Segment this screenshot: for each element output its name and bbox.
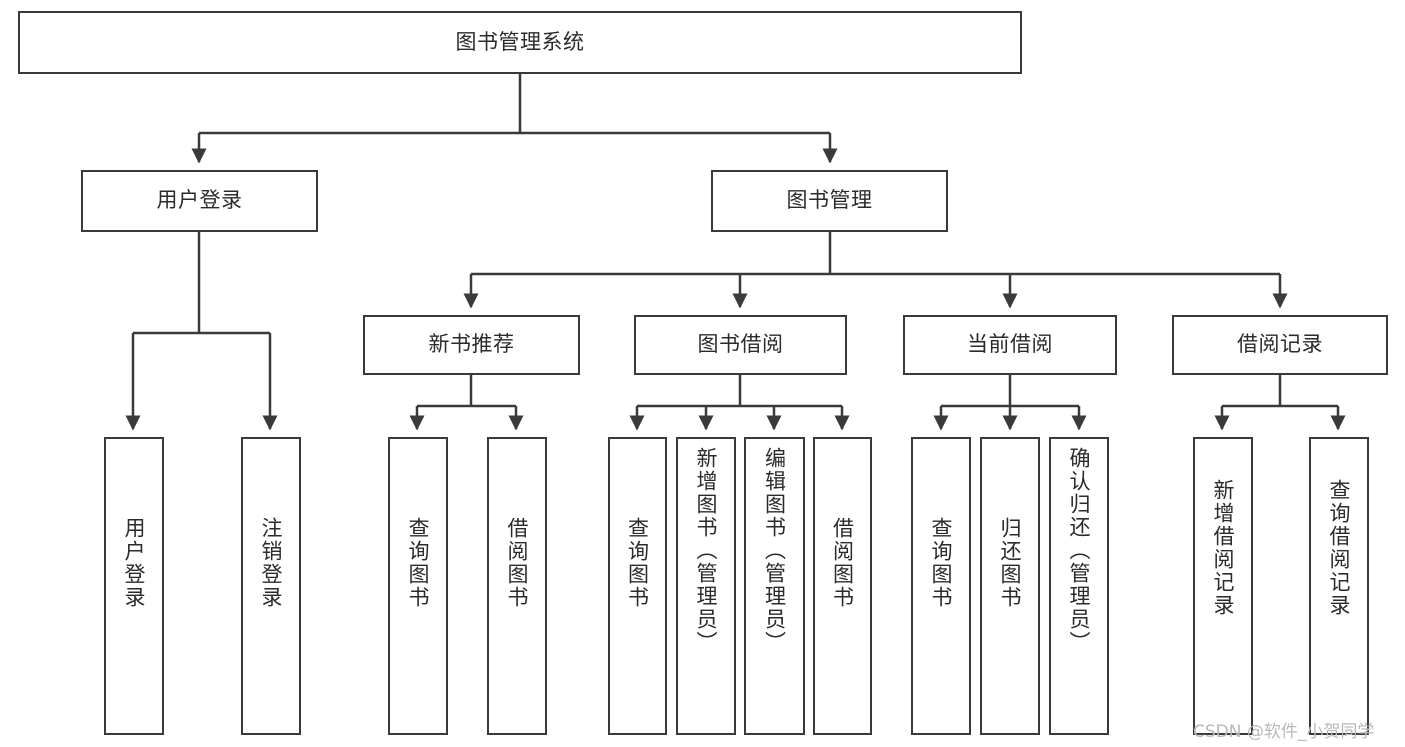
leaf-edit-book-label: 编辑图书（管理员）	[762, 447, 787, 654]
leaf-logout-login-label: 注销登录	[259, 517, 284, 609]
leaf-borrow-book-2[interactable]: 借阅图书	[813, 437, 872, 735]
leaf-user-login[interactable]: 用户登录	[104, 437, 164, 735]
leaf-query-book-1[interactable]: 查询图书	[388, 437, 448, 735]
node-user-login-label: 用户登录	[156, 188, 243, 213]
leaf-query-record-label: 查询借阅记录	[1327, 479, 1352, 617]
leaf-confirm-return-label: 确认归还（管理员）	[1067, 447, 1092, 654]
node-user-login[interactable]: 用户登录	[81, 170, 318, 232]
leaf-query-book-2[interactable]: 查询图书	[608, 437, 667, 735]
node-new-book-recommend-label: 新书推荐	[428, 332, 515, 357]
leaf-borrow-book-1-label: 借阅图书	[505, 517, 530, 609]
csdn-watermark: CSDN @软件_小贺同学	[1193, 722, 1375, 742]
leaf-edit-book[interactable]: 编辑图书（管理员）	[744, 437, 805, 735]
node-current-borrow[interactable]: 当前借阅	[903, 315, 1117, 375]
node-current-borrow-label: 当前借阅	[967, 332, 1053, 357]
node-root-label: 图书管理系统	[455, 29, 585, 54]
leaf-confirm-return[interactable]: 确认归还（管理员）	[1049, 437, 1109, 735]
node-borrow-record[interactable]: 借阅记录	[1172, 315, 1388, 375]
node-borrow-record-label: 借阅记录	[1237, 332, 1323, 357]
leaf-borrow-book-1[interactable]: 借阅图书	[487, 437, 547, 735]
node-book-borrow-label: 图书借阅	[697, 332, 784, 357]
leaf-query-book-3[interactable]: 查询图书	[911, 437, 971, 735]
node-book-manage-label: 图书管理	[786, 188, 873, 213]
leaf-user-login-label: 用户登录	[122, 517, 147, 609]
leaf-logout-login[interactable]: 注销登录	[241, 437, 301, 735]
node-root[interactable]: 图书管理系统	[18, 11, 1022, 74]
node-new-book-recommend[interactable]: 新书推荐	[363, 315, 580, 375]
leaf-return-book-label: 归还图书	[998, 517, 1023, 609]
leaf-add-book[interactable]: 新增图书（管理员）	[676, 437, 736, 735]
leaf-query-book-3-label: 查询图书	[929, 517, 954, 609]
leaf-add-book-label: 新增图书（管理员）	[694, 447, 719, 654]
leaf-add-record[interactable]: 新增借阅记录	[1193, 437, 1253, 735]
leaf-query-record[interactable]: 查询借阅记录	[1309, 437, 1369, 735]
leaf-query-book-2-label: 查询图书	[625, 517, 650, 609]
leaf-add-record-label: 新增借阅记录	[1211, 479, 1236, 617]
leaf-return-book[interactable]: 归还图书	[980, 437, 1040, 735]
leaf-borrow-book-2-label: 借阅图书	[830, 517, 855, 609]
node-book-borrow[interactable]: 图书借阅	[634, 315, 847, 375]
leaf-query-book-1-label: 查询图书	[406, 517, 431, 609]
node-book-manage[interactable]: 图书管理	[711, 170, 948, 232]
